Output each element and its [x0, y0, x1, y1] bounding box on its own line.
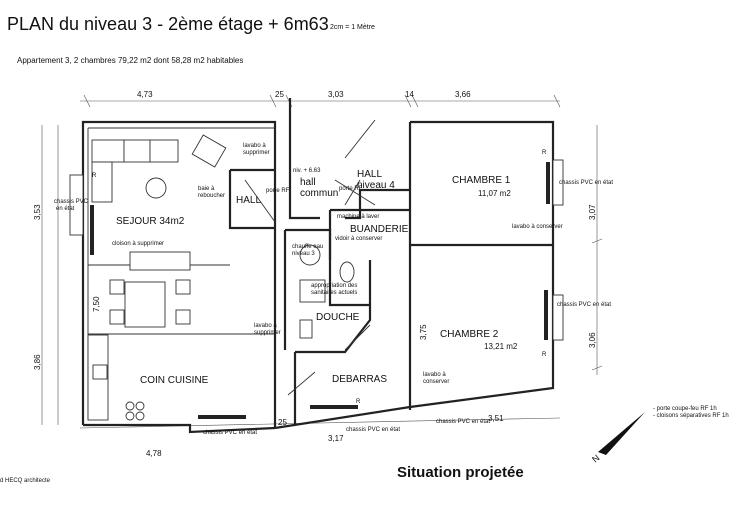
svg-text:appropriation des: appropriation des — [311, 283, 357, 289]
room-sejour: SEJOUR 34m2 — [116, 216, 185, 227]
svg-text:lavabo à conserver: lavabo à conserver — [512, 224, 563, 230]
svg-text:machine à laver: machine à laver — [337, 214, 379, 220]
room-chambre-1: CHAMBRE 1 — [452, 175, 511, 186]
svg-text:porte RF: porte RF — [266, 188, 290, 194]
svg-text:vidoir à conserver: vidoir à conserver — [335, 236, 382, 242]
svg-text:3,53: 3,53 — [33, 204, 42, 220]
dim-top: 4,73 25 3,03 14 3,66 — [137, 90, 471, 99]
svg-text:chassis PVC en état: chassis PVC en état — [559, 180, 613, 186]
svg-text:3,86: 3,86 — [33, 354, 42, 370]
room-debarras: DEBARRAS — [332, 374, 387, 385]
svg-text:chauffe eau: chauffe eau — [292, 244, 323, 250]
dimension-lines — [41, 94, 603, 429]
svg-text:R: R — [542, 150, 547, 156]
svg-text:R: R — [542, 352, 547, 358]
svg-text:reboucher: reboucher — [198, 193, 225, 199]
svg-text:N: N — [590, 453, 601, 465]
svg-text:chassis PVC en état: chassis PVC en état — [346, 427, 400, 433]
svg-text:baie à: baie à — [198, 186, 215, 192]
svg-text:7,50: 7,50 — [92, 296, 101, 312]
apartment-summary: Appartement 3, 2 chambres 79,22 m2 dont … — [17, 56, 244, 65]
svg-text:en état: en état — [56, 206, 75, 212]
svg-text:niv. + 6.63: niv. + 6.63 — [293, 168, 321, 174]
svg-text:3,03: 3,03 — [328, 90, 344, 99]
svg-text:3,17: 3,17 — [328, 434, 344, 443]
svg-text:conserver: conserver — [423, 379, 449, 385]
plan-title: PLAN du niveau 3 - 2ème étage + 6m63 — [7, 14, 329, 34]
svg-text:lavabo à: lavabo à — [254, 323, 277, 329]
legend-item: - cloisons séparatives RF 1h — [653, 413, 729, 419]
svg-text:supprimer: supprimer — [243, 150, 270, 156]
room-buanderie: BUANDERIE — [350, 224, 409, 235]
svg-text:3,06: 3,06 — [588, 332, 597, 348]
svg-text:chassis PVC en état: chassis PVC en état — [557, 302, 611, 308]
dim-bottom: 4,78 25 3,17 3,51 — [146, 414, 504, 458]
svg-text:11,07 m2: 11,07 m2 — [478, 189, 511, 198]
plan-notes: lavabo à supprimer baie à reboucher cloi… — [54, 143, 613, 436]
legend: - porte coupe-feu RF 1h - cloisons sépar… — [653, 406, 729, 420]
room-douche: DOUCHE — [316, 312, 360, 323]
svg-text:commun: commun — [300, 188, 338, 199]
svg-text:cloison à supprimer: cloison à supprimer — [112, 241, 164, 247]
situation-label: Situation projetée — [397, 464, 524, 481]
svg-text:niveau 3: niveau 3 — [292, 251, 315, 257]
svg-text:4,78: 4,78 — [146, 449, 162, 458]
svg-text:lavabo à: lavabo à — [423, 372, 446, 378]
walls — [81, 98, 555, 434]
room-coin-cuisine: COIN CUISINE — [140, 375, 209, 386]
room-hall: HALL — [236, 195, 261, 206]
svg-text:chassis PVC en état: chassis PVC en état — [436, 419, 490, 425]
svg-text:14: 14 — [405, 90, 414, 99]
architect-credit: d HECQ architecte — [0, 478, 51, 484]
svg-text:R: R — [92, 173, 97, 179]
north-arrow-icon: N — [590, 412, 645, 465]
svg-text:13,21 m2: 13,21 m2 — [484, 342, 518, 351]
svg-text:porte RF: porte RF — [339, 186, 363, 192]
room-chambre-2: CHAMBRE 2 — [440, 329, 499, 340]
room-hall-niveau4: HALL — [357, 169, 382, 180]
room-hall-commun: hall — [300, 177, 316, 188]
svg-text:3,66: 3,66 — [455, 90, 471, 99]
svg-text:3,51: 3,51 — [488, 414, 504, 423]
svg-text:4,73: 4,73 — [137, 90, 153, 99]
svg-text:R: R — [356, 399, 361, 405]
svg-text:sanitaires actuels: sanitaires actuels — [311, 290, 357, 296]
svg-text:25: 25 — [278, 418, 287, 427]
svg-text:supprimer: supprimer — [254, 330, 281, 336]
legend-item: - porte coupe-feu RF 1h — [653, 406, 717, 412]
svg-text:chassis PVC: chassis PVC — [54, 199, 89, 205]
windows — [69, 159, 564, 419]
svg-text:niveau 4: niveau 4 — [357, 180, 395, 191]
svg-text:lavabo à: lavabo à — [243, 143, 266, 149]
svg-text:chassis PVC en état: chassis PVC en état — [203, 430, 257, 436]
room-labels: SEJOUR 34m2 HALL hall commun HALL niveau… — [116, 169, 518, 386]
scale-note: 2cm = 1 Mètre — [330, 24, 375, 31]
svg-text:25: 25 — [275, 90, 284, 99]
doors — [244, 119, 376, 396]
svg-text:3,07: 3,07 — [588, 204, 597, 220]
furniture — [87, 134, 355, 421]
svg-text:3,75: 3,75 — [419, 324, 428, 340]
dim-sides: 3,53 3,86 7,50 3,07 3,06 3,75 — [33, 204, 597, 370]
